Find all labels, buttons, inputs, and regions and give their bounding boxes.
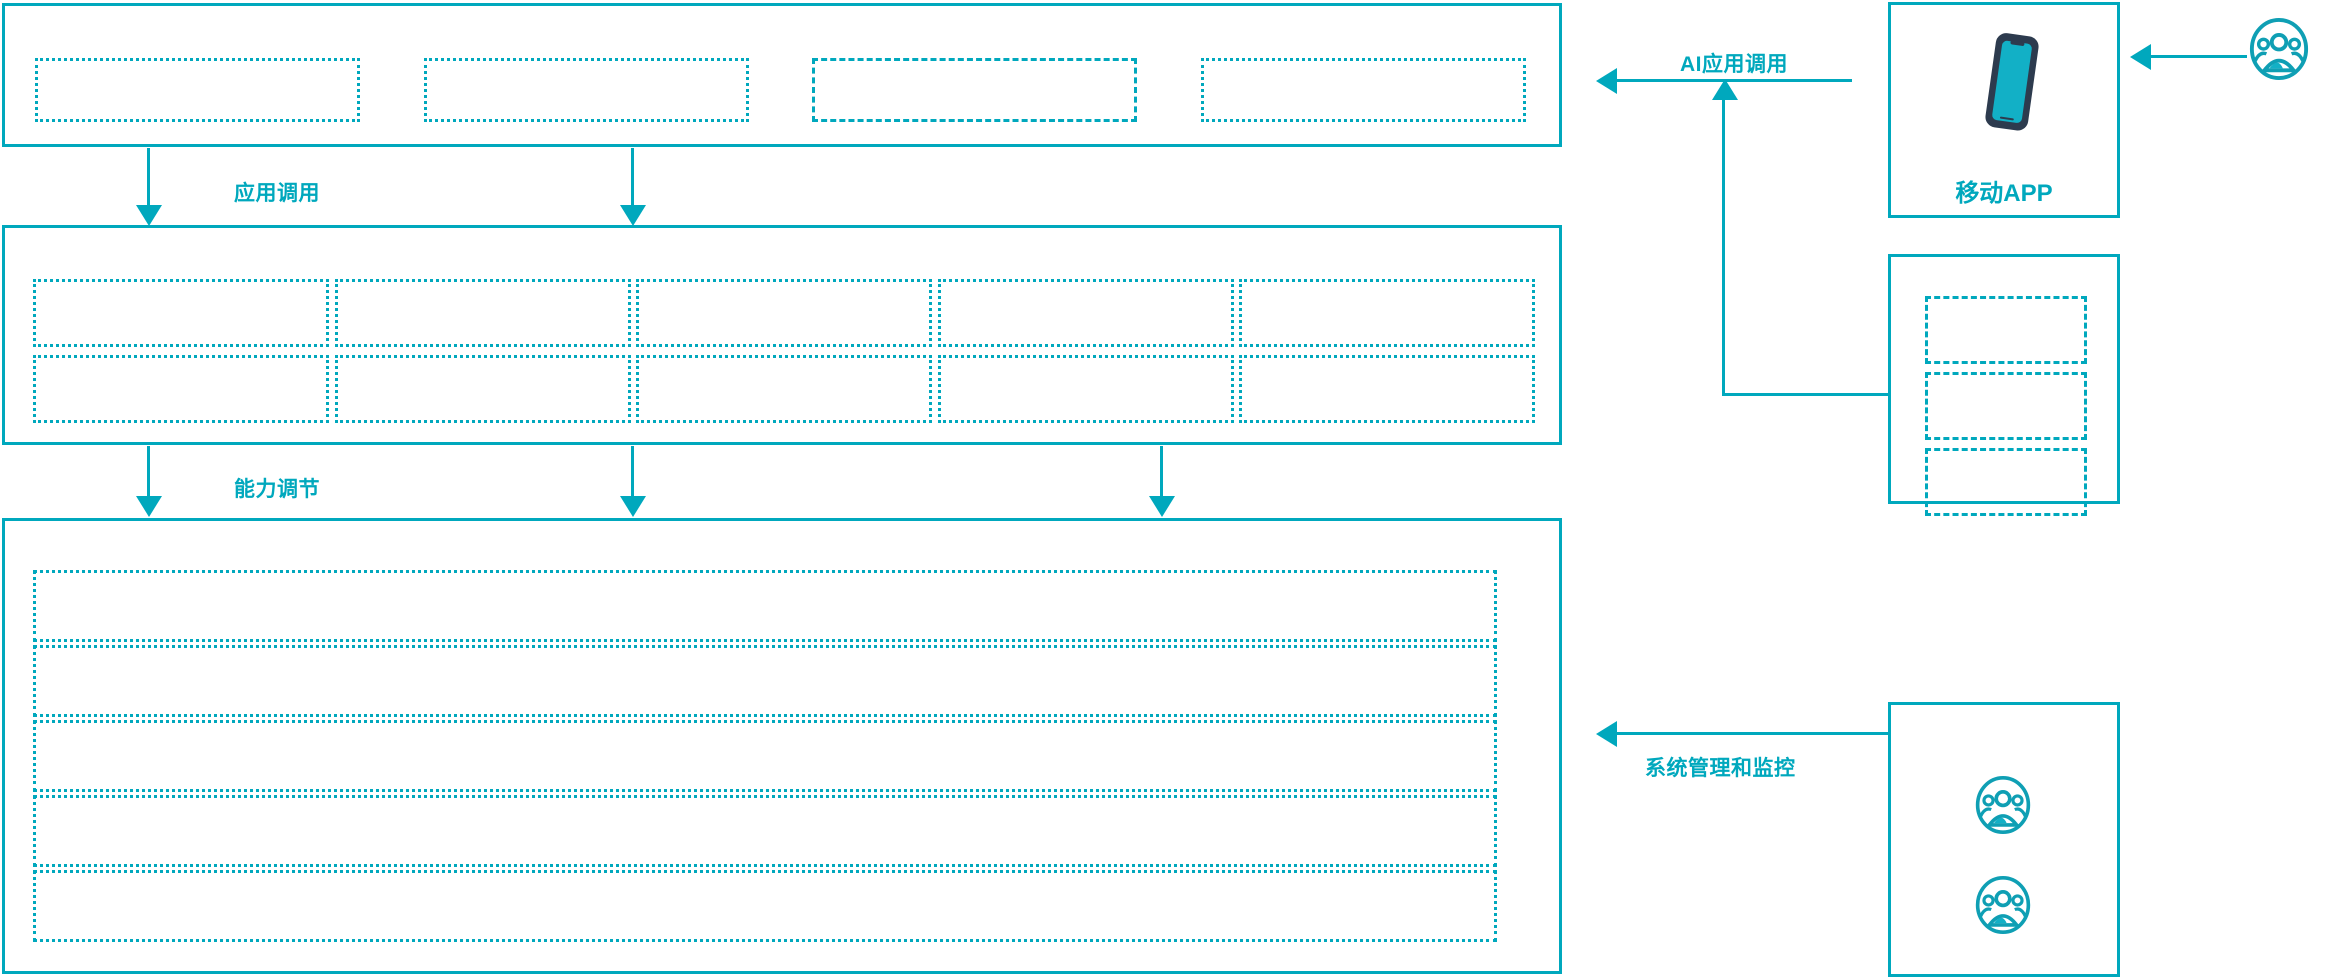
platform-slot-3[interactable] bbox=[33, 720, 1497, 792]
application-call-arrowhead-1 bbox=[136, 205, 162, 226]
application-call-label: 应用调用 bbox=[234, 182, 320, 205]
application-slot-2[interactable] bbox=[424, 58, 749, 122]
capability-adjust-arrowhead-2 bbox=[620, 496, 646, 517]
system-management-arrowhead bbox=[1596, 721, 1617, 747]
capability-slot-r1c2[interactable] bbox=[335, 279, 631, 347]
user-group-icon bbox=[2249, 18, 2309, 80]
platform-slot-5[interactable] bbox=[33, 870, 1497, 942]
secondary-client-slot-2[interactable] bbox=[1925, 372, 2087, 440]
system-management-connector bbox=[1617, 732, 1888, 735]
secondary-client-elbow-vertical bbox=[1722, 100, 1725, 396]
platform-slot-1[interactable] bbox=[33, 570, 1497, 642]
actor-to-mobile-connector bbox=[2151, 55, 2247, 58]
application-slot-1[interactable] bbox=[35, 58, 360, 122]
actor-to-mobile-arrowhead bbox=[2130, 44, 2151, 70]
capability-slot-r1c3[interactable] bbox=[636, 279, 932, 347]
secondary-client-slot-3[interactable] bbox=[1925, 448, 2087, 516]
capability-slot-r2c5[interactable] bbox=[1239, 355, 1535, 423]
capability-adjust-connector-3 bbox=[1160, 446, 1163, 504]
capability-slot-r1c5[interactable] bbox=[1239, 279, 1535, 347]
capability-slot-r2c4[interactable] bbox=[938, 355, 1234, 423]
platform-slot-4[interactable] bbox=[33, 795, 1497, 867]
application-call-connector-1 bbox=[147, 148, 150, 213]
capability-adjust-arrowhead-1 bbox=[136, 496, 162, 517]
capability-slot-r1c1[interactable] bbox=[33, 279, 329, 347]
smartphone-icon bbox=[1985, 33, 2039, 131]
application-call-connector-2 bbox=[631, 148, 634, 213]
mobile-app-label: 移动APP bbox=[1955, 180, 2053, 207]
ai-application-call-arrowhead bbox=[1596, 68, 1617, 94]
application-layer-panel bbox=[2, 3, 1562, 147]
admin-panel[interactable] bbox=[1888, 702, 2120, 977]
capability-adjust-connector-2 bbox=[631, 446, 634, 504]
application-slot-4[interactable] bbox=[1201, 58, 1526, 122]
capability-slot-r1c4[interactable] bbox=[938, 279, 1234, 347]
secondary-client-elbow-horizontal bbox=[1722, 393, 1890, 396]
user-group-icon bbox=[1975, 776, 2031, 834]
capability-slot-r2c3[interactable] bbox=[636, 355, 932, 423]
capability-slot-r2c1[interactable] bbox=[33, 355, 329, 423]
application-slot-3[interactable] bbox=[812, 58, 1137, 122]
capability-adjust-arrowhead-3 bbox=[1149, 496, 1175, 517]
platform-layer-panel bbox=[2, 518, 1562, 974]
capability-layer-panel bbox=[2, 225, 1562, 445]
secondary-client-slot-1[interactable] bbox=[1925, 296, 2087, 364]
capability-adjust-connector-1 bbox=[147, 446, 150, 504]
ai-application-call-label: AI应用调用 bbox=[1680, 53, 1788, 76]
platform-slot-2[interactable] bbox=[33, 645, 1497, 717]
secondary-client-elbow-arrowhead bbox=[1712, 79, 1738, 100]
user-group-icon bbox=[1975, 876, 2031, 934]
capability-adjust-label: 能力调节 bbox=[234, 478, 320, 501]
application-call-arrowhead-2 bbox=[620, 205, 646, 226]
system-management-label: 系统管理和监控 bbox=[1645, 757, 1796, 780]
capability-slot-r2c2[interactable] bbox=[335, 355, 631, 423]
